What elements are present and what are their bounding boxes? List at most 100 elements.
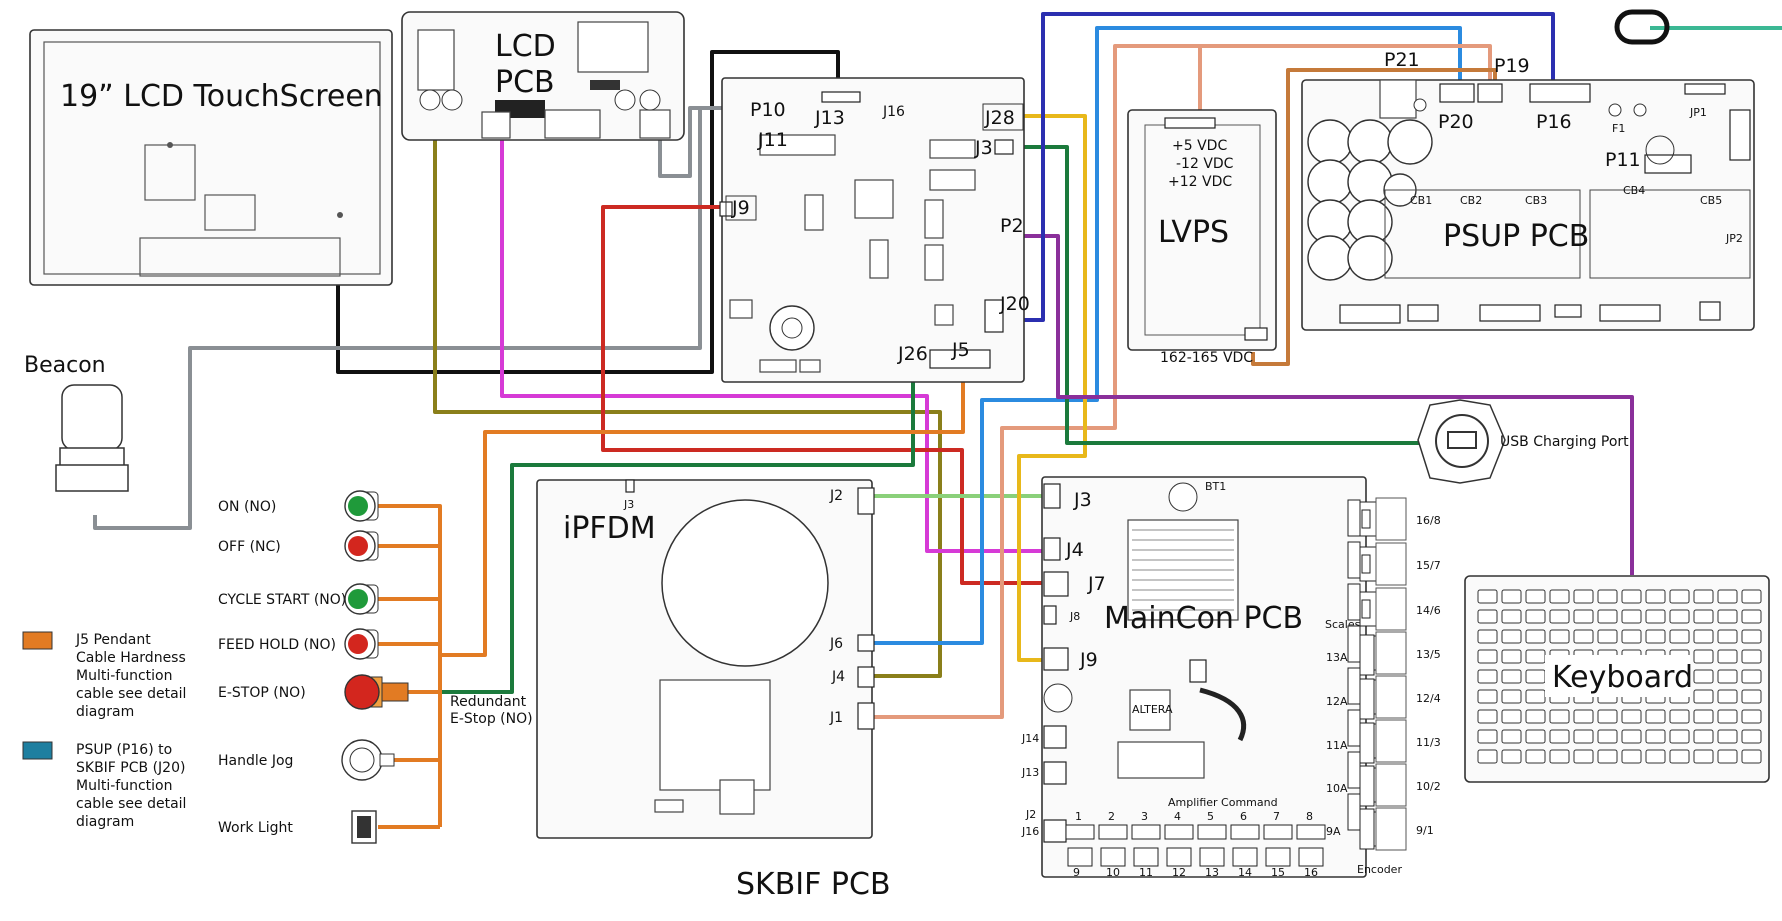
psup-p11: P11 <box>1605 149 1641 171</box>
ipfdm-j2: J2 <box>829 488 843 504</box>
maincon-axis-right-7: 9/1 <box>1416 824 1434 837</box>
lcd-touchscreen-label: 19” LCD TouchScreen <box>60 79 383 114</box>
legend-text-0-4: diagram <box>76 704 134 720</box>
usb-charging-port: USB Charging Port <box>1417 399 1629 484</box>
maincon-encoder: Encoder <box>1357 863 1402 876</box>
maincon-amp-port-0 <box>1065 824 1095 840</box>
legend-text-0-3: cable see detail <box>76 686 186 702</box>
skbif-j16: J16 <box>882 104 905 120</box>
lcd-touchscreen: 19” LCD TouchScreen <box>29 29 393 286</box>
pendant-control-6 <box>351 810 377 844</box>
maincon-bottom-num-7: 16 <box>1304 866 1318 879</box>
psup-p21: P21 <box>1384 49 1420 71</box>
pendant-control-1 <box>344 530 379 562</box>
lvps: +5 VDC -12 VDC +12 VDC LVPS 162-165 VDC <box>1127 109 1277 366</box>
maincon-axis-left-2: 11A <box>1326 739 1348 752</box>
wire-orange-pendant <box>442 368 965 657</box>
lcd-pcb-label-line2: PCB <box>495 65 555 100</box>
maincon-j16: J16 <box>1021 825 1039 838</box>
psup-cb5: CB5 <box>1700 194 1722 207</box>
skbif-j9: J9 <box>731 197 750 219</box>
wire-gray-lcd <box>658 106 740 178</box>
wire-red <box>601 205 1044 585</box>
lvps-output-2: -12 VDC <box>1176 156 1234 172</box>
pendant-control-0 <box>344 490 379 522</box>
maincon-top-num-2: 3 <box>1141 810 1148 823</box>
psup-f1: F1 <box>1612 122 1625 135</box>
maincon-top-num-3: 4 <box>1174 810 1181 823</box>
maincon-amplifier: Amplifier Command <box>1168 796 1278 809</box>
maincon-bottom-num-4: 13 <box>1205 866 1219 879</box>
lvps-label: LVPS <box>1158 215 1229 250</box>
maincon-top-num-1: 2 <box>1108 810 1115 823</box>
psup-pcb-label: PSUP PCB <box>1443 219 1589 254</box>
maincon-axis-right-1: 15/7 <box>1416 559 1441 572</box>
ipfdm-j3: J3 <box>623 498 634 511</box>
maincon-enc-port-7 <box>1298 847 1324 867</box>
maincon-j2: J2 <box>1025 808 1036 821</box>
psup-p19: P19 <box>1494 55 1530 77</box>
psup-p20: P20 <box>1438 111 1474 133</box>
maincon-j4: J4 <box>1065 539 1084 561</box>
skbif-j28: J28 <box>984 107 1015 129</box>
maincon-amp-port-4 <box>1197 824 1227 840</box>
legend-text-1-2: Multi-function <box>76 778 172 794</box>
pendant-control-5 <box>341 739 395 781</box>
maincon-enc-port-1 <box>1100 847 1126 867</box>
maincon-bottom-num-6: 15 <box>1271 866 1285 879</box>
pendant-label-5: Handle Jog <box>218 753 293 769</box>
legend-text-1-4: diagram <box>76 814 134 830</box>
maincon-enc-port-5 <box>1232 847 1258 867</box>
skbif-p10: P10 <box>750 99 786 121</box>
maincon-bt1: BT1 <box>1205 480 1226 493</box>
skbif-j13: J13 <box>814 107 845 129</box>
keyboard-keys <box>1477 589 1762 764</box>
usb-port-label: USB Charging Port <box>1500 434 1629 450</box>
psup-jp1-top: JP1 <box>1689 106 1707 119</box>
psup-pcb: P21 P19 P20 P16 P11 F1 JP1 CB1 CB2 CB3 C… <box>1301 49 1755 331</box>
maincon-j3: J3 <box>1073 489 1092 511</box>
maincon-top-num-5: 6 <box>1240 810 1247 823</box>
maincon-axis-connectors: 16/815/714/613/512/411/310/29/113A12A11A… <box>1065 497 1441 879</box>
wire-navy <box>1000 12 1555 322</box>
pendant-control-3 <box>344 628 379 660</box>
maincon-bottom-num-2: 11 <box>1139 866 1153 879</box>
maincon-bottom-num-3: 12 <box>1172 866 1186 879</box>
maincon-altera: ALTERA <box>1132 703 1173 716</box>
skbif-j5: J5 <box>951 339 970 361</box>
maincon-j7: J7 <box>1087 573 1106 595</box>
legend-text-1-0: PSUP (P16) to <box>76 742 172 758</box>
skbif-pcb-label: SKBIF PCB <box>736 867 891 902</box>
lvps-input-label: 162-165 VDC <box>1160 350 1253 366</box>
ipfdm-board: iPFDM J2 J3 J6 J4 J1 <box>536 479 875 839</box>
skbif-pcb: J13 J16 P10 J11 J9 J28 J3 P2 J20 J26 J5 <box>719 77 1030 383</box>
cable-loop <box>1614 9 1670 45</box>
maincon-axis-right-2: 14/6 <box>1416 604 1441 617</box>
pendant-label-0: ON (NO) <box>218 499 276 515</box>
pendant-bus <box>378 504 442 829</box>
maincon-amp-port-7 <box>1296 824 1326 840</box>
lvps-output-3: +12 VDC <box>1168 174 1232 190</box>
maincon-top-num-4: 5 <box>1207 810 1214 823</box>
wire-darkgreen-usb <box>1014 145 1430 445</box>
maincon-amp-port-5 <box>1230 824 1260 840</box>
maincon-label: MainCon PCB <box>1104 601 1303 636</box>
wire-violet-keyboard <box>1000 234 1634 575</box>
maincon-amp-port-1 <box>1098 824 1128 840</box>
lvps-output-1: +5 VDC <box>1172 138 1227 154</box>
lcd-pcb: LCD PCB <box>401 11 685 141</box>
skbif-j26: J26 <box>897 343 928 365</box>
pendant: ON (NO)OFF (NC)CYCLE START (NO)FEED HOLD… <box>218 490 533 844</box>
legend-text-0-0: J5 Pendant <box>75 632 151 648</box>
maincon-bottom-num-5: 14 <box>1238 866 1252 879</box>
maincon-enc-port-4 <box>1199 847 1225 867</box>
legend-text-0-2: Multi-function <box>76 668 172 684</box>
skbif-p2: P2 <box>1000 215 1024 237</box>
maincon-enc-port-6 <box>1265 847 1291 867</box>
wire-magenta <box>500 140 1044 553</box>
skbif-j11: J11 <box>757 129 788 151</box>
psup-p16: P16 <box>1536 111 1572 133</box>
maincon-axis-right-4: 12/4 <box>1416 692 1441 705</box>
ipfdm-j1: J1 <box>829 710 843 726</box>
